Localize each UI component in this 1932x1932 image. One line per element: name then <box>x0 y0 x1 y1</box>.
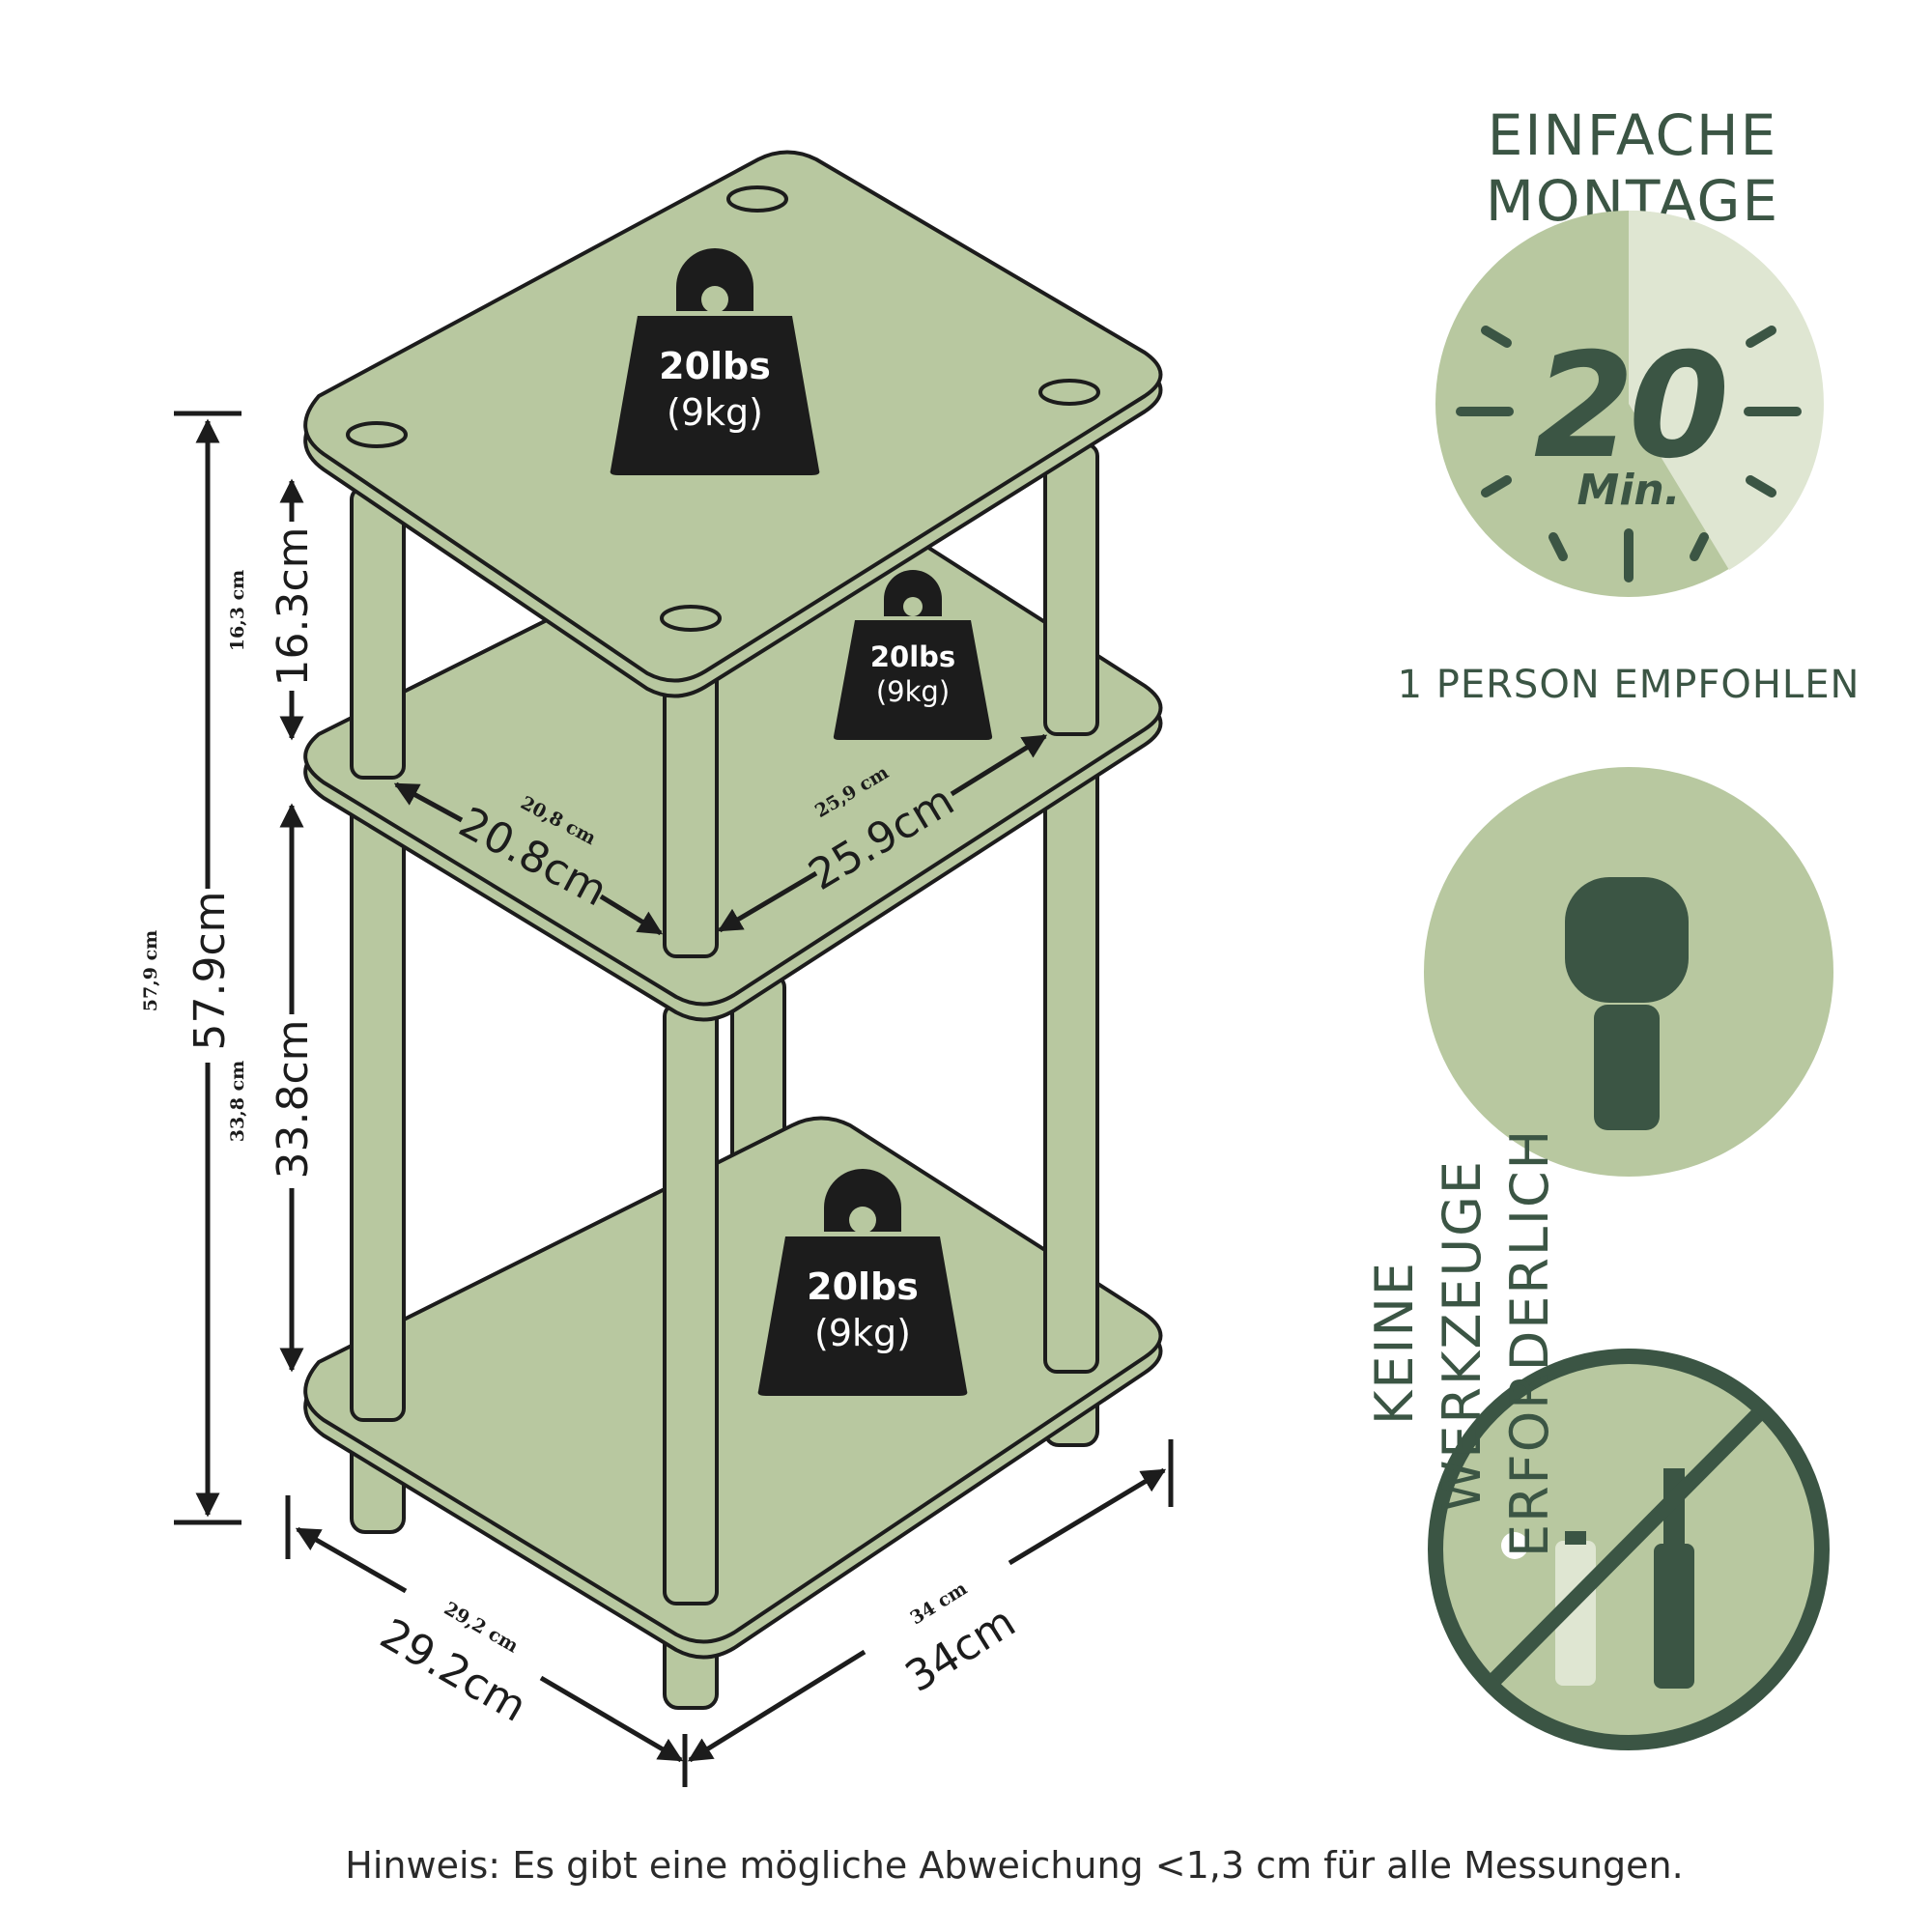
weight-icon-bottom: 20lbs (9kg) <box>757 1169 968 1396</box>
post-front-lower <box>663 1003 719 1605</box>
dimension-top-gap: 16,3 cm 16.3cm <box>227 478 318 741</box>
weight-top-lbs: 20lbs <box>659 345 771 387</box>
assembly-time-unit: Min. <box>1577 466 1681 515</box>
weight-bottom-lbs: 20lbs <box>807 1265 919 1308</box>
no-tools-line1: KEINE <box>1364 1261 1425 1425</box>
weight-bottom-kg: (9kg) <box>814 1312 911 1354</box>
weight-icon-top: 20lbs (9kg) <box>610 248 820 475</box>
person-recommendation: 1 PERSON EMPFOHLEN <box>1398 663 1861 707</box>
dim-depth-big: 29.2cm <box>372 1609 534 1732</box>
post-right-upper <box>1043 442 1099 736</box>
assembly-title-line1: EINFACHE <box>1488 102 1778 168</box>
dim-lower-gap-big: 33.8cm <box>269 1019 318 1179</box>
weight-middle-kg: (9kg) <box>876 675 950 708</box>
dim-total-big: 57.9cm <box>185 891 235 1050</box>
dim-top-gap-small: 16,3 cm <box>227 570 248 652</box>
dimension-total-height: 57,9 cm 57.9cm <box>140 411 242 1525</box>
weight-icon-middle: 20lbs (9kg) <box>833 570 993 740</box>
post-cap <box>660 605 722 632</box>
clock-icon: 20 Min. <box>1435 210 1824 597</box>
dim-top-gap-big: 16.3cm <box>269 526 318 686</box>
dimension-lower-gap: 33,8 cm 33.8cm <box>227 803 318 1373</box>
assembly-time-value: 20 <box>1534 323 1725 491</box>
post-cap <box>726 185 788 213</box>
post-cap <box>346 421 408 448</box>
post-right-lower <box>1043 752 1099 1374</box>
measurement-note: Hinweis: Es gibt eine mögliche Abweichun… <box>345 1844 1683 1887</box>
post-front-upper <box>663 655 719 958</box>
bottom-shelf <box>303 1116 1163 1660</box>
dim-total-small: 57,9 cm <box>140 930 161 1012</box>
weight-middle-lbs: 20lbs <box>870 640 955 673</box>
post-left-lower <box>350 800 406 1422</box>
person-icon <box>1424 767 1833 1177</box>
no-tools-line3: ERFORDERLICH <box>1499 1128 1560 1557</box>
weight-top-kg: (9kg) <box>667 391 763 434</box>
no-tools-line2: WERKZEUGE <box>1432 1159 1492 1512</box>
post-left-upper <box>350 486 406 780</box>
no-tools-icon <box>1428 1349 1830 1750</box>
post-cap <box>1038 379 1100 406</box>
dim-lower-gap-small: 33,8 cm <box>227 1061 248 1143</box>
